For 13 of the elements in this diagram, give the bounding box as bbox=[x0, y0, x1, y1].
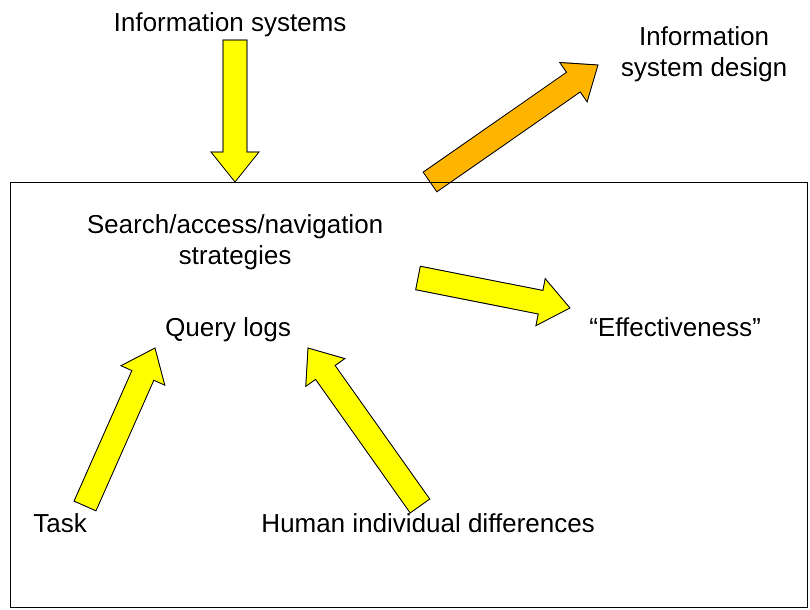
node-label: Query logs bbox=[165, 312, 291, 344]
block-arrow bbox=[305, 347, 430, 514]
block-arrow bbox=[422, 62, 599, 193]
block-arrow bbox=[415, 266, 571, 327]
node-label: Information systems bbox=[114, 7, 346, 39]
block-arrow bbox=[210, 40, 260, 183]
node-label: Human individual differences bbox=[261, 508, 595, 540]
node-label: Search/access/navigation strategies bbox=[86, 208, 384, 272]
node-label: “Effectiveness” bbox=[589, 312, 761, 344]
node-label: Task bbox=[33, 508, 87, 540]
frame-box bbox=[10, 182, 808, 608]
node-label: Information system design bbox=[620, 20, 788, 84]
block-arrow bbox=[73, 347, 166, 512]
